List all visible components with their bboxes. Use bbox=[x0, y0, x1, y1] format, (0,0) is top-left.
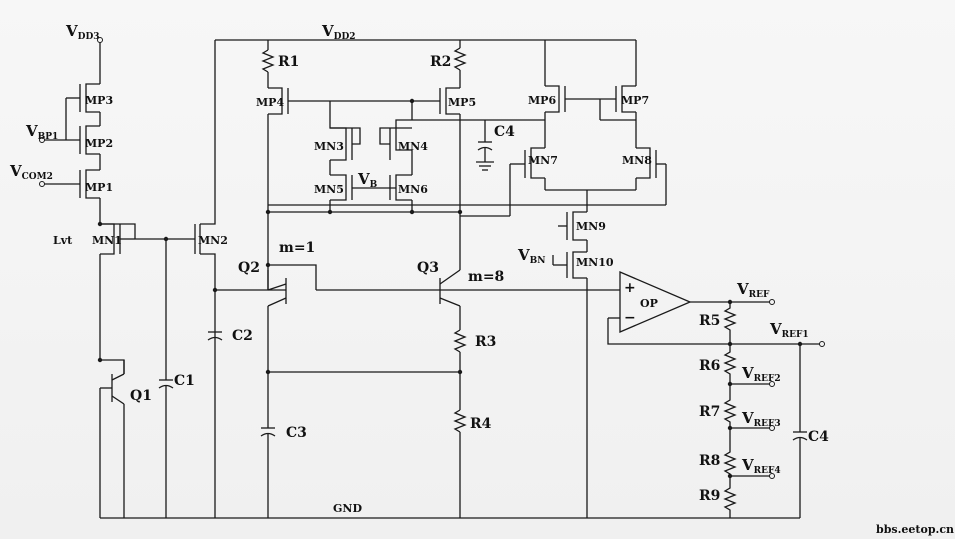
label-mn2: MN2 bbox=[198, 234, 228, 247]
label-mn4: MN4 bbox=[398, 140, 428, 153]
label-r1: R1 bbox=[278, 54, 299, 70]
label-r8: R8 bbox=[699, 453, 720, 469]
label-vref: VREF bbox=[736, 280, 770, 300]
mn3-mn6-cluster bbox=[268, 101, 545, 215]
svg-text:VB: VB bbox=[357, 170, 378, 190]
label-gnd: GND bbox=[333, 502, 362, 515]
svg-text:VREF: VREF bbox=[736, 280, 770, 300]
label-mp2: MP2 bbox=[85, 137, 113, 150]
watermark: bbs.eetop.cn bbox=[876, 523, 954, 536]
label-r3: R3 bbox=[475, 334, 496, 350]
label-lvt: Lvt bbox=[53, 234, 73, 247]
bipolar-core bbox=[215, 264, 620, 518]
label-vdd2: VDD2 bbox=[321, 22, 356, 42]
label-mn8: MN8 bbox=[622, 154, 652, 167]
svg-text:VREF4: VREF4 bbox=[741, 456, 781, 476]
label-r7: R7 bbox=[699, 404, 720, 420]
label-vdd3: VDD3 bbox=[65, 22, 100, 42]
ota-wires bbox=[268, 40, 667, 518]
left-stack-wires bbox=[39, 37, 195, 518]
label-mp5: MP5 bbox=[448, 96, 476, 109]
label-mp1: MP1 bbox=[85, 181, 113, 194]
svg-text:VDD3: VDD3 bbox=[65, 22, 100, 42]
label-plus: + bbox=[624, 280, 636, 296]
label-q2: Q2 bbox=[238, 260, 260, 276]
label-q1: Q1 bbox=[130, 388, 152, 404]
mn2-wires bbox=[194, 40, 223, 518]
svg-text:VBP1: VBP1 bbox=[25, 122, 58, 142]
label-mn9: MN9 bbox=[576, 220, 606, 233]
label-op: OP bbox=[640, 297, 658, 310]
label-vref1: VREF1 bbox=[769, 320, 809, 340]
label-mp4: MP4 bbox=[256, 96, 284, 109]
label-r2: R2 bbox=[430, 54, 451, 70]
label-mn1: MN1 bbox=[92, 234, 122, 247]
svg-text:VCOM2: VCOM2 bbox=[9, 162, 53, 182]
label-c2: C2 bbox=[232, 328, 253, 344]
svg-text:VBN: VBN bbox=[517, 246, 545, 266]
label-mn5: MN5 bbox=[314, 183, 344, 196]
svg-text:VDD2: VDD2 bbox=[321, 22, 356, 42]
r1-mp4-branch bbox=[261, 40, 415, 290]
label-vb: VB bbox=[357, 170, 378, 190]
opamp-buffer bbox=[607, 271, 825, 518]
label-m1: m=1 bbox=[279, 240, 315, 256]
label-vref3: VREF3 bbox=[741, 409, 781, 429]
label-r4: R4 bbox=[470, 416, 492, 432]
label-c1: C1 bbox=[174, 373, 195, 389]
label-mn3: MN3 bbox=[314, 140, 344, 153]
label-mn7: MN7 bbox=[528, 154, 558, 167]
svg-text:VREF3: VREF3 bbox=[741, 409, 781, 429]
label-r9: R9 bbox=[699, 488, 720, 504]
svg-text:VREF2: VREF2 bbox=[741, 364, 781, 384]
r2-mp5-branch bbox=[411, 40, 467, 270]
label-minus: − bbox=[624, 310, 636, 326]
label-m8: m=8 bbox=[468, 269, 504, 285]
label-mp7: MP7 bbox=[621, 94, 649, 107]
label-mp6: MP6 bbox=[528, 94, 556, 107]
label-r5: R5 bbox=[699, 313, 720, 329]
label-vref4: VREF4 bbox=[741, 456, 781, 476]
label-c4-top: C4 bbox=[494, 124, 515, 140]
label-q3: Q3 bbox=[417, 260, 439, 276]
label-c4-right: C4 bbox=[808, 429, 829, 445]
label-mp3: MP3 bbox=[85, 94, 113, 107]
label-vbp1: VBP1 bbox=[25, 122, 58, 142]
label-vcom2: VCOM2 bbox=[9, 162, 53, 182]
svg-text:VREF1: VREF1 bbox=[769, 320, 809, 340]
label-vref2: VREF2 bbox=[741, 364, 781, 384]
label-mn6: MN6 bbox=[398, 183, 428, 196]
label-vbn: VBN bbox=[517, 246, 545, 266]
label-mn10: MN10 bbox=[576, 256, 614, 269]
label-r6: R6 bbox=[699, 358, 720, 374]
label-c3: C3 bbox=[286, 425, 307, 441]
